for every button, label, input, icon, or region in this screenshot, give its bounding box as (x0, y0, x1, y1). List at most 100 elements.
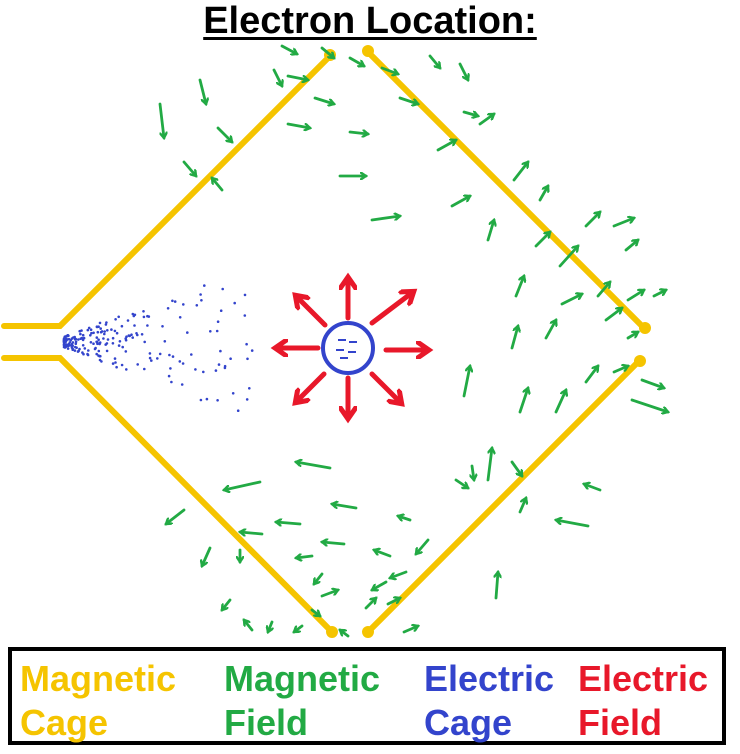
field-arrow (280, 44, 297, 54)
field-arrow (166, 508, 186, 526)
electron-dot (163, 340, 167, 343)
electron-dot (243, 293, 247, 297)
electron-dot (136, 333, 139, 337)
electron-dot (202, 370, 205, 374)
electron-dot (103, 330, 106, 333)
electron-dot (125, 368, 128, 371)
electron-dot (219, 309, 223, 313)
field-arrow (312, 572, 324, 584)
electron-dot (199, 293, 202, 296)
electron-dot (103, 332, 106, 336)
field-arrow (286, 74, 308, 80)
electron-dot (115, 331, 119, 335)
field-arrow (626, 290, 644, 302)
electron-dot (156, 357, 159, 360)
electron-dot (246, 357, 249, 361)
cage-end-caps (324, 45, 651, 638)
electron-dot (102, 337, 105, 340)
field-arrow (398, 516, 412, 520)
electron-dot (114, 318, 117, 321)
electron-dot (62, 343, 66, 347)
electron-dot (62, 345, 66, 349)
field-arrow (398, 96, 418, 104)
field-arrow (272, 68, 282, 86)
electron-dot (90, 331, 93, 335)
electron-dot (205, 397, 209, 401)
field-arrow (436, 140, 456, 152)
field-arrow (652, 290, 666, 298)
electron-dot (194, 368, 197, 371)
electron-dot (167, 374, 171, 378)
electron-dot (217, 363, 221, 366)
electron-dot (143, 367, 146, 371)
electron-dot (186, 331, 189, 334)
field-arrow (380, 66, 398, 74)
electron-dot (111, 336, 115, 340)
electron-dot (71, 341, 75, 344)
electron-dot (236, 409, 240, 413)
electron-dot (223, 366, 227, 370)
electron-dot (131, 312, 135, 316)
field-arrow (310, 608, 320, 618)
legend-electric-field: Electric Field (578, 658, 709, 743)
electron-dot (111, 362, 115, 365)
field-arrow (210, 178, 224, 192)
legend-electric-cage: Electric Cage (424, 658, 555, 743)
electron-dot (99, 330, 103, 334)
electron-dot (95, 340, 98, 344)
field-arrow (458, 62, 468, 80)
field-arrow (158, 102, 164, 138)
electron-dot (131, 336, 134, 339)
field-arrow (216, 126, 232, 142)
electron-dot (104, 323, 108, 326)
legend-magnetic-cage: Magnetic Cage (20, 658, 177, 743)
electron-dot (89, 341, 93, 344)
electron-dot (231, 392, 235, 395)
field-arrow (372, 580, 388, 590)
field-arrow (320, 590, 338, 598)
electron-dot (89, 328, 93, 332)
field-arrow (510, 460, 524, 476)
electron-dot (99, 327, 102, 330)
electron-cloud (62, 284, 254, 413)
cage-upper-left-wall (1, 53, 333, 329)
field-arrow (478, 112, 494, 126)
field-arrow (534, 232, 550, 248)
electric-cage (321, 321, 375, 375)
magnetic-cage (1, 49, 647, 635)
electron-dot (82, 352, 85, 356)
electron-dot (80, 336, 84, 340)
electron-dot (132, 314, 136, 318)
field-arrow (462, 366, 470, 398)
electron-dot (71, 344, 74, 348)
electron-dot (89, 334, 92, 337)
electron-dot (117, 344, 121, 347)
electron-dot (78, 347, 81, 351)
electron-dot (86, 328, 90, 332)
electron-dot (173, 300, 177, 303)
electron-dot (245, 398, 249, 401)
field-arrow (584, 212, 600, 228)
field-arrow (556, 520, 590, 528)
field-arrow (604, 306, 622, 322)
electron-dot (180, 383, 184, 386)
electron-dot (181, 362, 185, 365)
electron-dot (158, 352, 162, 356)
legend-magnetic-field: Magnetic Field (224, 658, 381, 743)
electron-dot (74, 342, 78, 346)
electron-dot (233, 301, 236, 305)
electron-dot (114, 361, 117, 364)
electron-dot (95, 325, 99, 329)
field-arrow (242, 620, 254, 632)
electron-dot (105, 342, 109, 345)
field-arrow (428, 54, 442, 68)
electron-dot (219, 349, 222, 353)
diagram-title: Electron Location: (203, 0, 537, 42)
electron-dot (113, 357, 117, 360)
field-arrow (364, 598, 376, 610)
field-arrow (332, 504, 358, 510)
electron-dot (67, 337, 71, 341)
field-arrow (554, 390, 566, 414)
electron-dot (93, 347, 97, 351)
field-arrow (624, 238, 638, 252)
